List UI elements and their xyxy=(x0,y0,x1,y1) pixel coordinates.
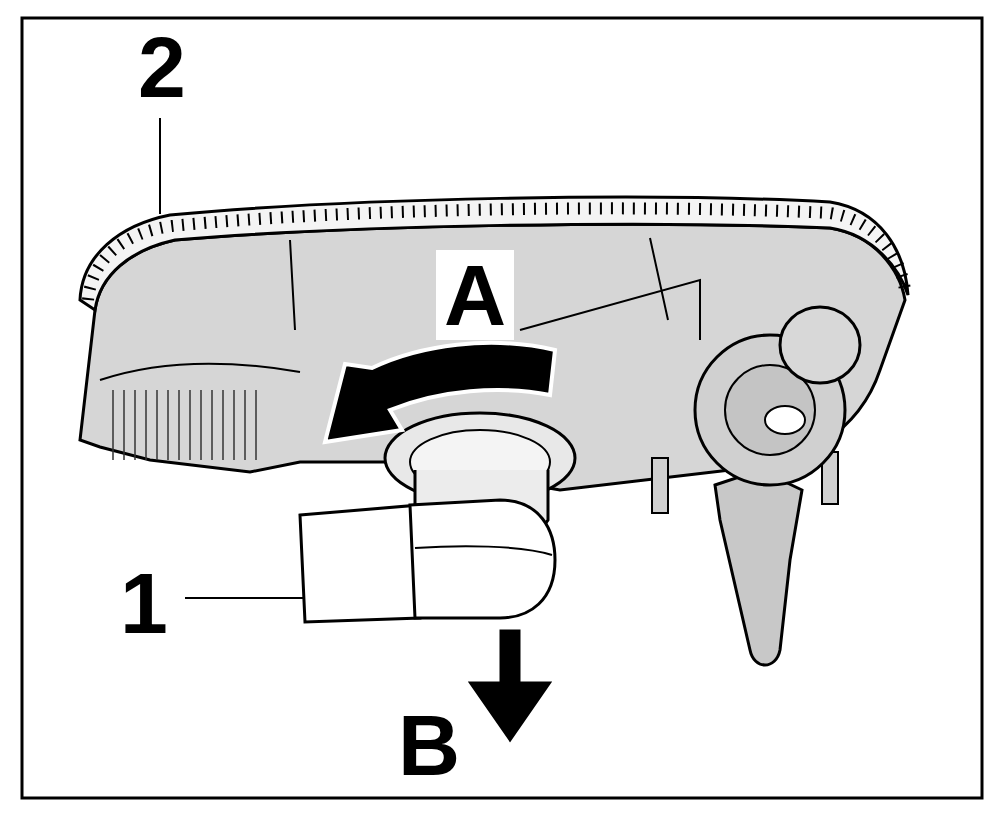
rib-edge xyxy=(100,364,300,380)
mounting-peg xyxy=(652,458,668,513)
leader-line xyxy=(159,118,161,214)
callout-number: 1 xyxy=(120,560,168,646)
adjuster-knob xyxy=(780,307,860,383)
holder-edge xyxy=(415,546,552,555)
pull-arrow xyxy=(465,628,555,745)
housing-ribs xyxy=(112,390,262,460)
callout-number: 2 xyxy=(138,24,186,110)
leader-line xyxy=(185,597,303,599)
adjuster-slot xyxy=(765,406,805,434)
bulb-holder xyxy=(300,505,420,622)
step-letter: A xyxy=(436,250,514,340)
housing-detail xyxy=(290,238,700,340)
mounting-tab xyxy=(715,470,802,665)
rotate-arrow xyxy=(325,343,555,442)
bulb-holder-elbow xyxy=(410,500,555,618)
frame xyxy=(22,18,982,798)
step-letter: B xyxy=(398,702,460,788)
